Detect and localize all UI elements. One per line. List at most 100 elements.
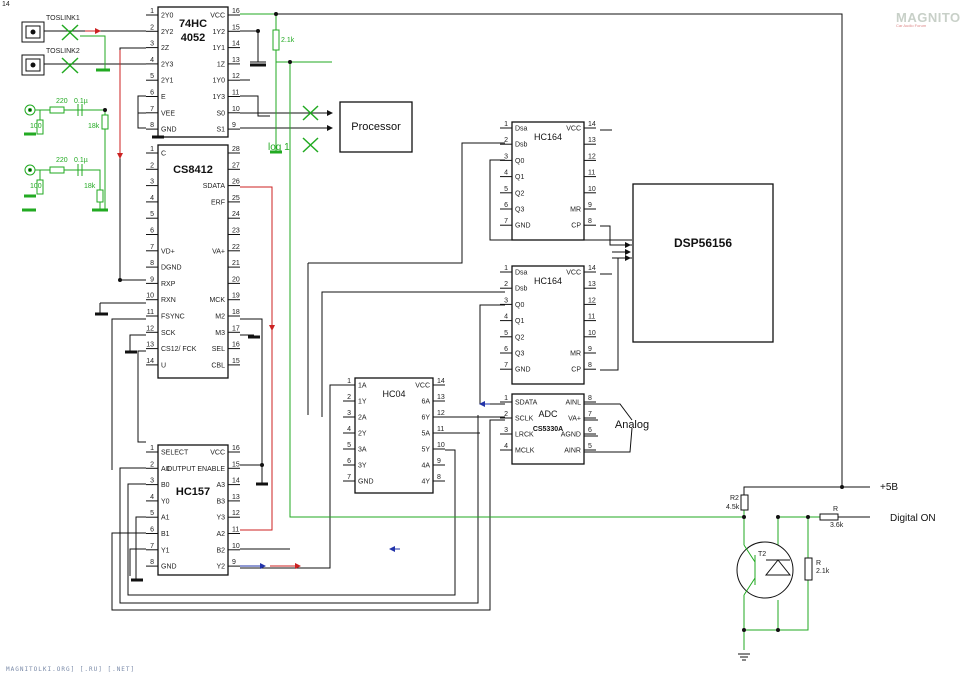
hc157-right-name-2: OUTPUT ENABLE bbox=[167, 466, 226, 473]
hc164b-left-name-2: Dsb bbox=[515, 286, 528, 293]
hc04-right-num-4: 11 bbox=[437, 426, 444, 433]
hc04-right-num-7: 8 bbox=[437, 474, 441, 481]
hc04-right-num-5: 10 bbox=[437, 442, 445, 449]
hc157-left-name-6: B1 bbox=[161, 531, 170, 538]
cs8412-left-num-12: 12 bbox=[146, 325, 154, 332]
hc164b-left-name-7: GND bbox=[515, 367, 531, 374]
hc04-left-num-3: 3 bbox=[347, 410, 351, 417]
hc157-right-name-7: B2 bbox=[216, 547, 225, 554]
hc04-right-name-4: 5A bbox=[421, 431, 430, 438]
optocoupler-t2 bbox=[736, 494, 839, 599]
r2-value: 4.5k bbox=[726, 504, 740, 511]
hc164-bottom-name: HC164 bbox=[534, 276, 562, 286]
cs8412-left-num-7: 7 bbox=[150, 244, 154, 251]
hc164a-left-num-1: 1 bbox=[504, 121, 508, 128]
r18kb-label: 18k bbox=[84, 183, 96, 190]
hc164b-left-num-6: 6 bbox=[504, 346, 508, 353]
hc164a-right-name-1: VCC bbox=[566, 126, 581, 133]
site-logo: MAGNITOLA Car Audio Forum bbox=[896, 10, 960, 34]
cs8412-left-num-5: 5 bbox=[150, 211, 154, 218]
hc164a-left-name-2: Dsb bbox=[515, 142, 528, 149]
hc164b-right-num-5: 10 bbox=[588, 330, 596, 337]
chip-74hc4052 bbox=[157, 6, 229, 138]
hc164a-left-num-5: 5 bbox=[504, 186, 508, 193]
mux4052-left-name-6: E bbox=[161, 94, 166, 101]
hc157-left-name-2: A0 bbox=[161, 466, 170, 473]
r100b-label: 100 bbox=[30, 183, 42, 190]
hc04-left-name-4: 2Y bbox=[358, 431, 367, 438]
hc04-left-num-1: 1 bbox=[347, 378, 351, 385]
toslink1-label: TOSLINK1 bbox=[46, 15, 80, 22]
processor-label: Processor bbox=[351, 121, 401, 133]
mux4052-right-num-4: 13 bbox=[232, 57, 240, 64]
mux4052-right-num-2: 15 bbox=[232, 24, 240, 31]
mux4052-right-name-5: 1Y0 bbox=[213, 78, 226, 85]
hc04-left-num-4: 4 bbox=[347, 426, 351, 433]
hc04-left-name-1: 1A bbox=[358, 383, 367, 390]
cs8412-right-num-4: 25 bbox=[232, 195, 240, 202]
chip-hc157 bbox=[157, 444, 229, 576]
cs8412-left-num-8: 8 bbox=[150, 260, 154, 267]
hc157-right-num-4: 13 bbox=[232, 494, 240, 501]
hc04-right-num-2: 13 bbox=[437, 394, 445, 401]
hc164b-right-num-2: 13 bbox=[588, 281, 596, 288]
hc04-right-num-6: 9 bbox=[437, 458, 441, 465]
mux4052-left-name-8: GND bbox=[161, 127, 177, 134]
cs8412-left-num-9: 9 bbox=[150, 276, 154, 283]
hc164b-left-name-6: Q3 bbox=[515, 351, 524, 358]
cs5330-right-num-1: 8 bbox=[588, 395, 592, 402]
hc04-left-num-2: 2 bbox=[347, 394, 351, 401]
hc04-right-name-6: 4A bbox=[421, 463, 430, 470]
mux4052-right-name-3: 1Y1 bbox=[213, 45, 226, 52]
hc157-right-num-6: 11 bbox=[232, 527, 239, 534]
toslink2-label: TOSLINK2 bbox=[46, 48, 80, 55]
cs8412-right-name-14: CBL bbox=[211, 362, 225, 369]
hc04-right-name-3: 6Y bbox=[421, 415, 430, 422]
hc164b-right-num-3: 12 bbox=[588, 297, 596, 304]
cs8412-left-name-1: C bbox=[161, 151, 166, 158]
hc164a-right-name-6: MR bbox=[570, 207, 581, 214]
chip-bodies bbox=[157, 6, 774, 576]
hc04-right-name-1: VCC bbox=[415, 383, 430, 390]
hc157-left-num-6: 6 bbox=[150, 527, 154, 534]
cs8412-left-name-7: VD+ bbox=[161, 248, 175, 255]
cs5330-right-name-3: AGND bbox=[561, 432, 581, 439]
page-number: 14 bbox=[2, 1, 10, 8]
hc164b-left-num-2: 2 bbox=[504, 281, 508, 288]
cs8412-name: CS8412 bbox=[173, 164, 213, 176]
hc164a-right-num-5: 10 bbox=[588, 186, 596, 193]
hc04-left-name-6: 3Y bbox=[358, 463, 367, 470]
hc164a-left-name-5: Q2 bbox=[515, 190, 524, 197]
cs8412-left-name-12: SCK bbox=[161, 330, 176, 337]
cs8412-right-num-9: 20 bbox=[232, 276, 240, 283]
hc164a-left-num-3: 3 bbox=[504, 153, 508, 160]
cs8412-right-name-11: M2 bbox=[215, 314, 225, 321]
mux4052-right-num-6: 11 bbox=[232, 90, 239, 97]
cs5330-right-name-1: AINL bbox=[565, 400, 581, 407]
cs8412-left-num-6: 6 bbox=[150, 228, 154, 235]
cs8412-right-num-1: 28 bbox=[232, 146, 240, 153]
hc04-left-num-6: 6 bbox=[347, 458, 351, 465]
blue-wires bbox=[240, 401, 490, 569]
hc164b-left-num-7: 7 bbox=[504, 362, 508, 369]
mux4052-left-name-3: 2Z bbox=[161, 45, 170, 52]
hc164a-left-name-4: Q1 bbox=[515, 174, 524, 181]
mux4052-left-name-5: 2Y1 bbox=[161, 78, 174, 85]
hc164b-left-name-1: Dsa bbox=[515, 270, 528, 277]
hc157-right-name-4: B3 bbox=[216, 498, 225, 505]
hc157-right-num-1: 16 bbox=[232, 445, 240, 452]
mux4052-right-num-8: 9 bbox=[232, 122, 236, 129]
hc164a-left-name-6: Q3 bbox=[515, 207, 524, 214]
hc164a-left-num-2: 2 bbox=[504, 137, 508, 144]
coax-inputs bbox=[24, 29, 280, 203]
cs8412-left-name-10: RXN bbox=[161, 297, 176, 304]
hc157-right-name-1: VCC bbox=[210, 450, 225, 457]
hc157-left-num-4: 4 bbox=[150, 494, 154, 501]
mux-name-line2: 4052 bbox=[181, 32, 205, 44]
r-right-value: 2.1k bbox=[816, 568, 830, 575]
cs8412-right-name-10: MCK bbox=[209, 297, 225, 304]
hc164a-left-num-7: 7 bbox=[504, 218, 508, 225]
footer-text: MAGNITOLKI.ORG] [.RU] [.NET] bbox=[6, 666, 136, 673]
cs5330-left-name-3: LRCK bbox=[515, 432, 534, 439]
hc04-name: HC04 bbox=[382, 389, 405, 399]
